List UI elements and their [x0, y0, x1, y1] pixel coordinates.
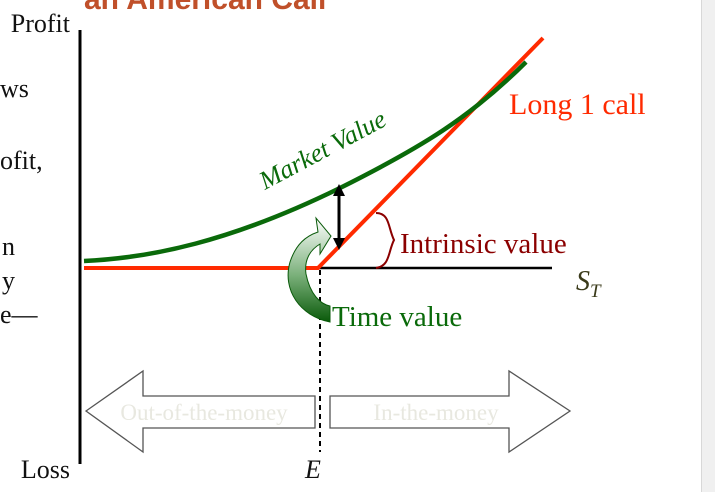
- left-text-fragment: ws: [0, 74, 29, 103]
- time-value-curl-arrow: [287, 216, 332, 323]
- x-axis-label: ST: [576, 266, 602, 302]
- vertical-scrollbar[interactable]: [701, 0, 715, 492]
- y-axis-top-label: Profit: [11, 9, 71, 38]
- time-value-arrowhead-top: [333, 184, 345, 196]
- in-the-money-arrow: [329, 369, 572, 454]
- left-text-fragment: y: [2, 266, 15, 295]
- intrinsic-value-label: Intrinsic value: [400, 228, 567, 260]
- long-call-label: Long 1 call: [509, 88, 646, 121]
- y-axis-bottom-label: Loss: [21, 455, 70, 484]
- out-of-the-money-arrow: [84, 369, 316, 454]
- slide-title-fragment: an American Call: [84, 0, 326, 16]
- market-value-label: Market Value: [253, 104, 391, 195]
- strike-label: E: [304, 455, 321, 484]
- in-the-money-label: In-the-money: [373, 400, 499, 425]
- time-value-arrowhead-bottom: [333, 238, 345, 250]
- left-text-fragment: n: [2, 232, 15, 261]
- time-value-label: Time value: [332, 301, 462, 333]
- out-of-the-money-label: Out-of-the-money: [120, 400, 288, 425]
- intrinsic-value-brace: [375, 212, 396, 269]
- left-text-fragment: e—: [0, 300, 38, 329]
- left-text-fragment: ofit,: [0, 146, 43, 175]
